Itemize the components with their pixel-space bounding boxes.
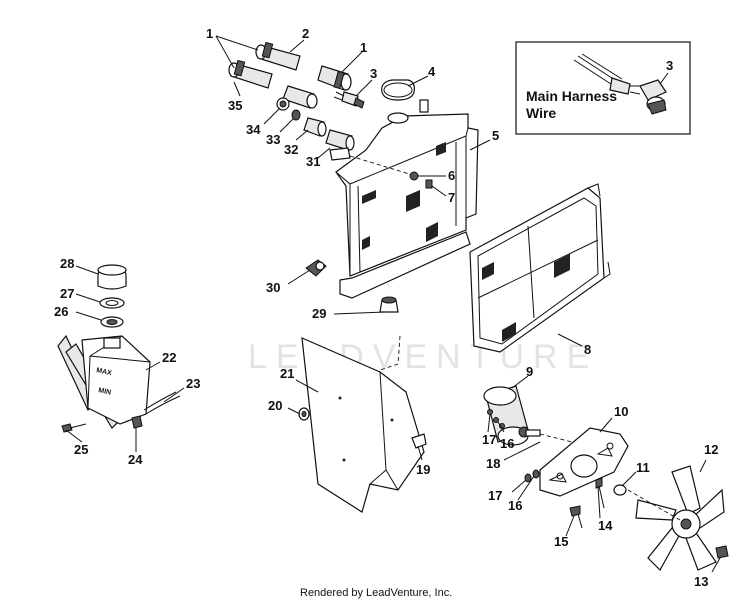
grommet-29 [379, 296, 399, 313]
motor-mount-10 [539, 427, 629, 497]
inset-box: Main Harness Wire 3 [515, 41, 691, 135]
callout-29: 29 [312, 306, 326, 321]
screw-25 [61, 423, 87, 433]
callout-8: 8 [584, 342, 591, 357]
callout-34: 34 [246, 122, 261, 137]
callout-13: 13 [694, 574, 708, 589]
callout-10: 10 [614, 404, 628, 419]
callout-12: 12 [704, 442, 718, 457]
radiator-screen-8 [469, 183, 611, 353]
gasket-27 [99, 297, 125, 309]
callout-35: 35 [228, 98, 242, 113]
callout-33: 33 [266, 132, 280, 147]
callout-21: 21 [280, 366, 294, 381]
lower-hose-35 [228, 59, 273, 89]
fan-blade-12 [627, 465, 725, 571]
fan-motor-9 [483, 385, 581, 446]
callout-32: 32 [284, 142, 298, 157]
watermark-text: LEADVENTURE [248, 338, 598, 376]
callout-30: 30 [266, 280, 280, 295]
callout-11: 11 [636, 460, 650, 475]
harness-wire-drawing [573, 53, 641, 95]
callout-24: 24 [128, 452, 143, 467]
temp-sender-drawing [639, 79, 667, 115]
callout-16a: 16 [500, 436, 514, 451]
bracket-30 [305, 259, 327, 277]
callout-23: 23 [186, 376, 200, 391]
washers-16-17-lower [524, 469, 540, 483]
screw-15 [569, 505, 583, 529]
callout-9: 9 [526, 364, 533, 379]
callout-20: 20 [268, 398, 282, 413]
clamp-32 [303, 117, 327, 137]
callout-7: 7 [448, 190, 455, 205]
inset-label-line2: Wire [526, 105, 556, 121]
clamp-34 [276, 97, 290, 111]
callout-5: 5 [492, 128, 499, 143]
callout-15: 15 [554, 534, 568, 549]
callout-17b: 17 [488, 488, 502, 503]
inset-label-line1: Main Harness [526, 88, 617, 104]
nut-13 [715, 545, 729, 559]
clamp-24 [131, 415, 143, 429]
spacer-11 [613, 484, 627, 496]
reservoir-cap-28 [97, 264, 127, 290]
leader-lines [65, 35, 721, 573]
bolt-14 [595, 477, 605, 509]
callout-19: 19 [416, 462, 430, 477]
footer-credit: Rendered by LeadVenture, Inc. [300, 587, 452, 599]
radiator-5 [329, 99, 479, 299]
svg-text:MAX: MAX [96, 367, 113, 377]
coolant-reservoir-22: MAX MIN [81, 335, 151, 425]
hose-31 [325, 129, 355, 151]
callout-27: 27 [60, 286, 74, 301]
callout-14: 14 [598, 518, 613, 533]
upper-hose-2 [255, 41, 301, 71]
callout-4: 4 [428, 64, 436, 79]
callout-26: 26 [54, 304, 68, 319]
callout-17a: 17 [482, 432, 496, 447]
callout-1a: 1 [206, 26, 213, 41]
callout-31: 31 [306, 154, 320, 169]
sensor-3 [333, 91, 365, 109]
callout-6: 6 [448, 168, 455, 183]
callout-1b: 1 [360, 40, 367, 55]
hose-23 [143, 391, 181, 415]
callout-2: 2 [302, 26, 309, 41]
svg-text:MIN: MIN [98, 387, 112, 397]
callout-3-inset: 3 [666, 58, 673, 73]
screw-19 [411, 433, 427, 449]
clamp-33 [291, 109, 301, 121]
callout-18: 18 [486, 456, 500, 471]
washer-20 [298, 407, 310, 421]
shroud-21 [301, 335, 425, 513]
radiator-cap-4 [381, 79, 415, 101]
callout-3: 3 [370, 66, 377, 81]
callout-22: 22 [162, 350, 176, 365]
callout-25: 25 [74, 442, 88, 457]
callout-16b: 16 [508, 498, 522, 513]
callouts: 1 2 1 3 4 5 6 7 8 9 10 11 12 13 14 15 16… [54, 26, 718, 589]
hose-piece-upper [282, 85, 318, 109]
hose-1-right [317, 65, 352, 91]
callout-28: 28 [60, 256, 74, 271]
seal-26 [100, 316, 124, 328]
